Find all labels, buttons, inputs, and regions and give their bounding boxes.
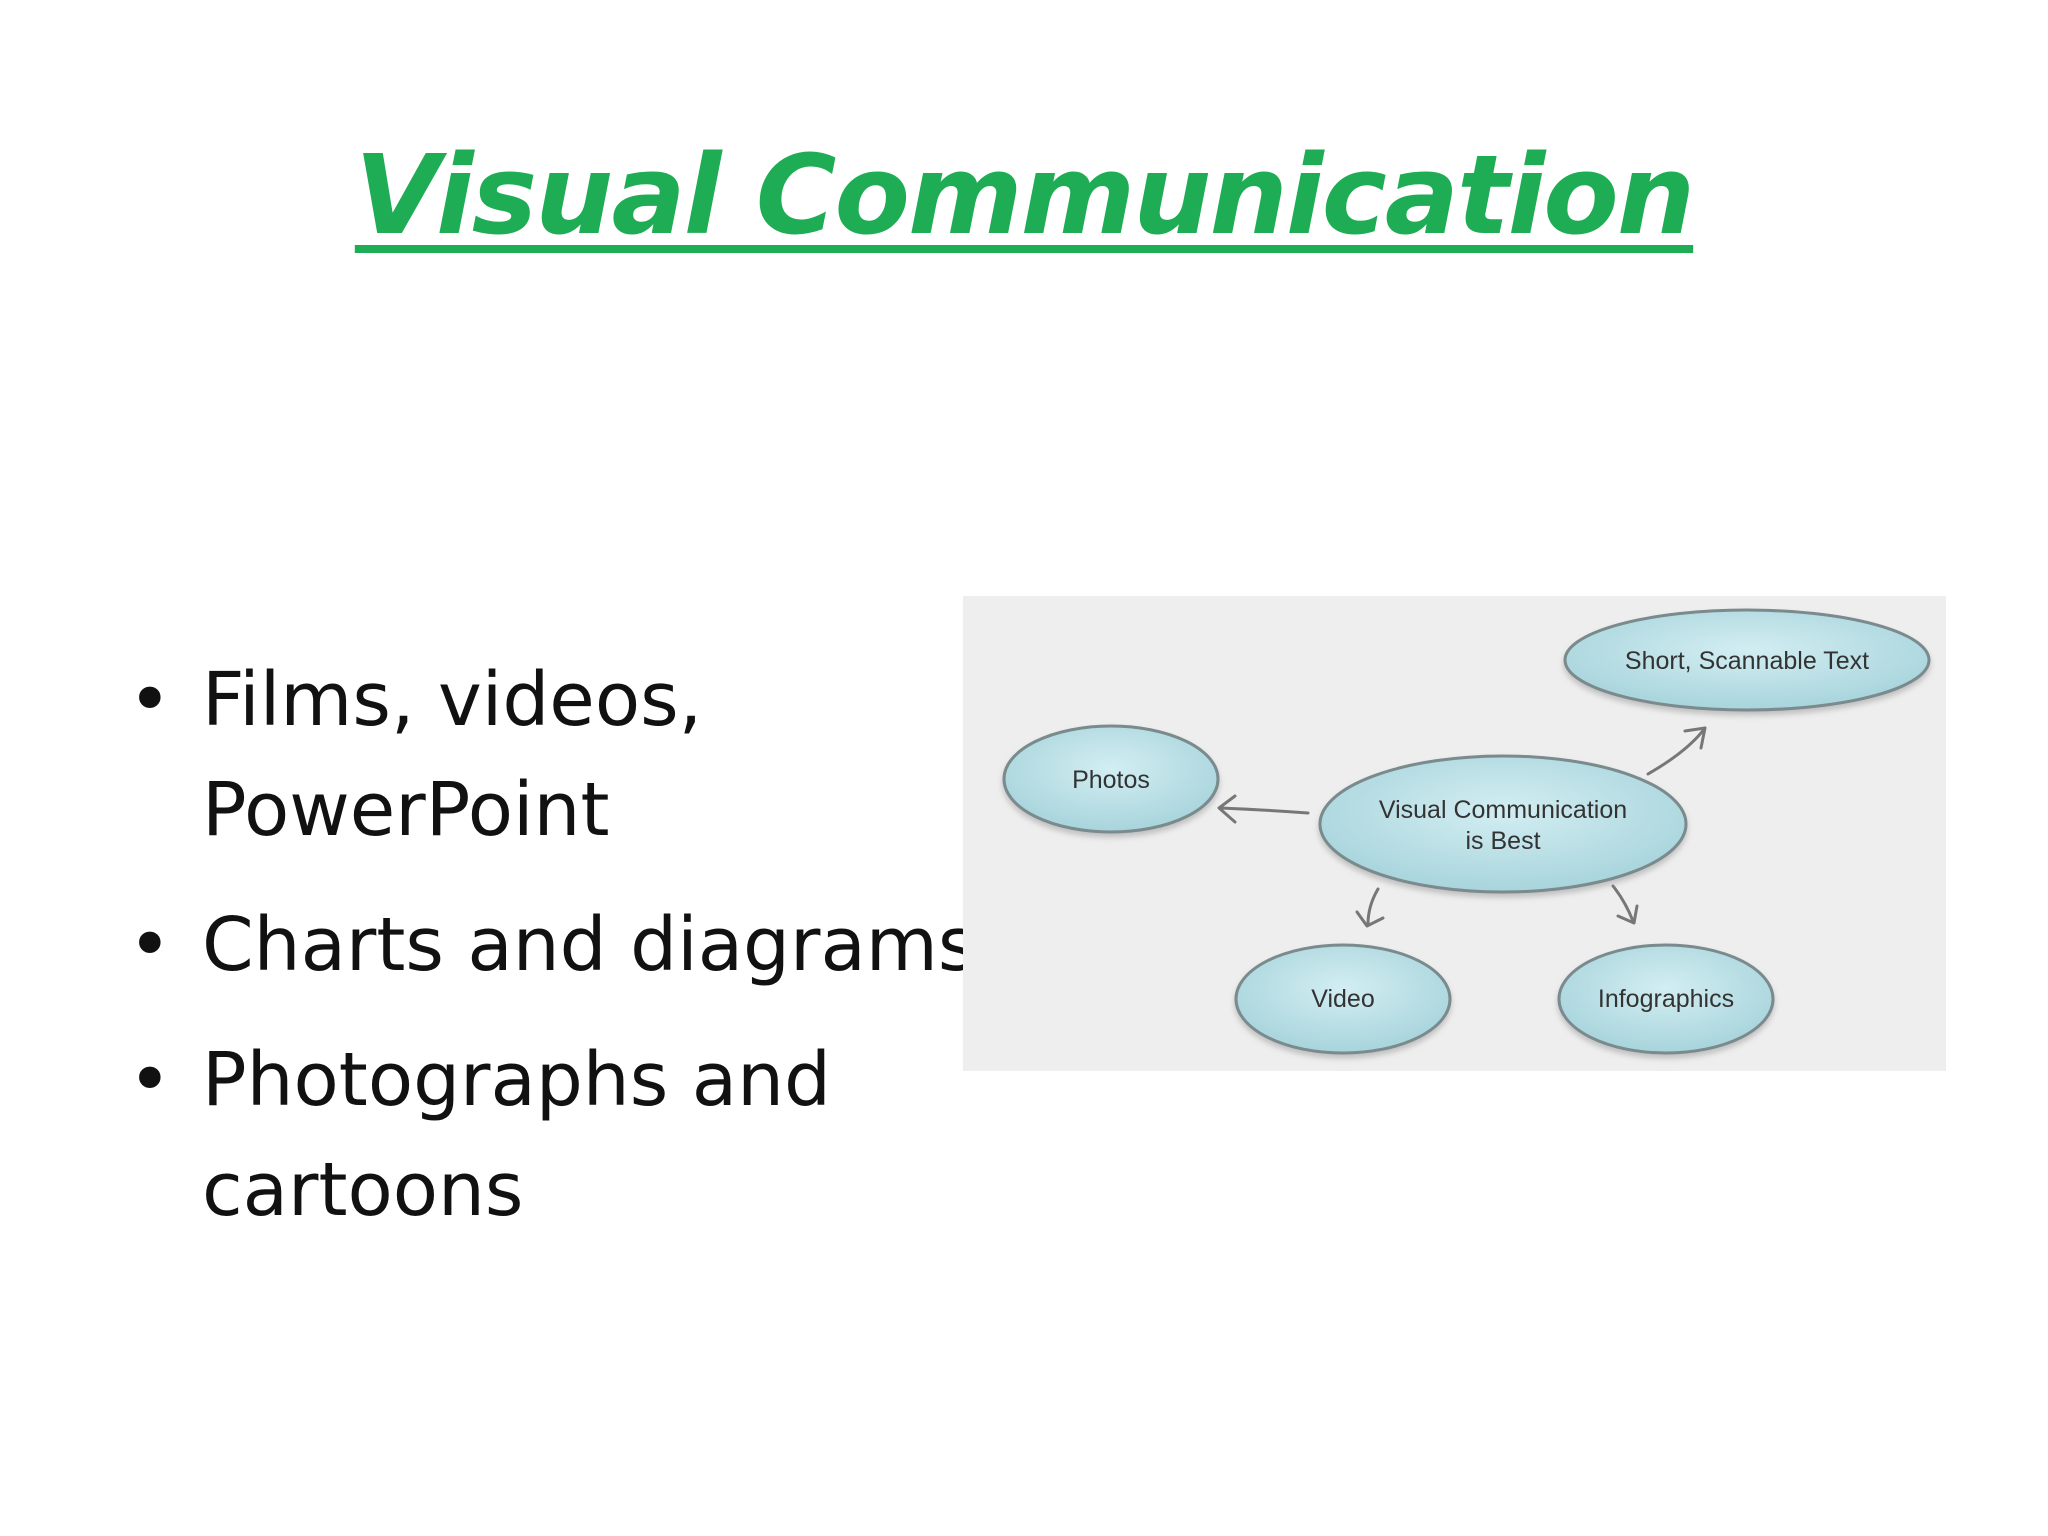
bullet-text-line1: Photographs and: [202, 1037, 831, 1123]
node-infographics-bubble: [1557, 943, 1775, 1055]
node-center-bubble: [1318, 754, 1688, 894]
node-photos-label: Photos: [1072, 766, 1150, 794]
bullet-item-charts: • Charts and diagrams: [120, 890, 980, 1000]
concept-diagram-image: Short, Scannable Text Photos Visual Comm…: [963, 596, 1946, 1071]
arrow-to-short-text: [1646, 726, 1707, 776]
arrow-head-infographics: [1616, 904, 1639, 925]
diagram-arrows: [1217, 726, 1707, 928]
bullet-text-line1: Charts and diagrams: [202, 902, 977, 988]
node-short-text-bubble: [1563, 608, 1931, 712]
arrow-head-short-text: [1683, 726, 1707, 750]
arrow-to-infographics: [1611, 884, 1635, 923]
bullet-dot: •: [128, 1037, 172, 1123]
concept-diagram: Short, Scannable Text Photos Visual Comm…: [963, 596, 1946, 1071]
node-video-bubble: [1234, 943, 1452, 1055]
bullet-text-line1: Films, videos,: [202, 657, 703, 743]
slide-title-text: Visual Communication: [354, 131, 1695, 259]
node-video-label: Video: [1311, 985, 1375, 1013]
arrow-head-photos: [1217, 794, 1237, 824]
bullet-item-photographs: • Photographs and cartoons: [120, 1025, 980, 1245]
node-center-label-line2: is Best: [1465, 827, 1540, 855]
node-infographics: Infographics: [1557, 943, 1775, 1055]
arrow-to-photos: [1219, 806, 1310, 815]
bullet-dot: •: [128, 902, 172, 988]
node-center: Visual Communication is Best: [1318, 754, 1688, 894]
node-photos-bubble: [1002, 724, 1220, 834]
bullet-text-line2: cartoons: [202, 1147, 524, 1233]
arrow-head-video: [1355, 910, 1385, 928]
bullet-text-line2: PowerPoint: [202, 767, 610, 853]
bullet-list: • Films, videos, PowerPoint • Charts and…: [120, 645, 980, 1270]
node-center-label-line1: Visual Communication: [1379, 796, 1627, 824]
node-video: Video: [1234, 943, 1452, 1055]
node-short-text: Short, Scannable Text: [1563, 608, 1931, 712]
slide-title: Visual Communication: [0, 130, 2048, 260]
node-photos: Photos: [1002, 724, 1220, 834]
arrow-to-video: [1366, 887, 1380, 926]
bullet-dot: •: [128, 657, 172, 743]
node-infographics-label: Infographics: [1598, 985, 1734, 1013]
node-short-text-label: Short, Scannable Text: [1625, 647, 1869, 675]
bullet-item-films: • Films, videos, PowerPoint: [120, 645, 980, 865]
